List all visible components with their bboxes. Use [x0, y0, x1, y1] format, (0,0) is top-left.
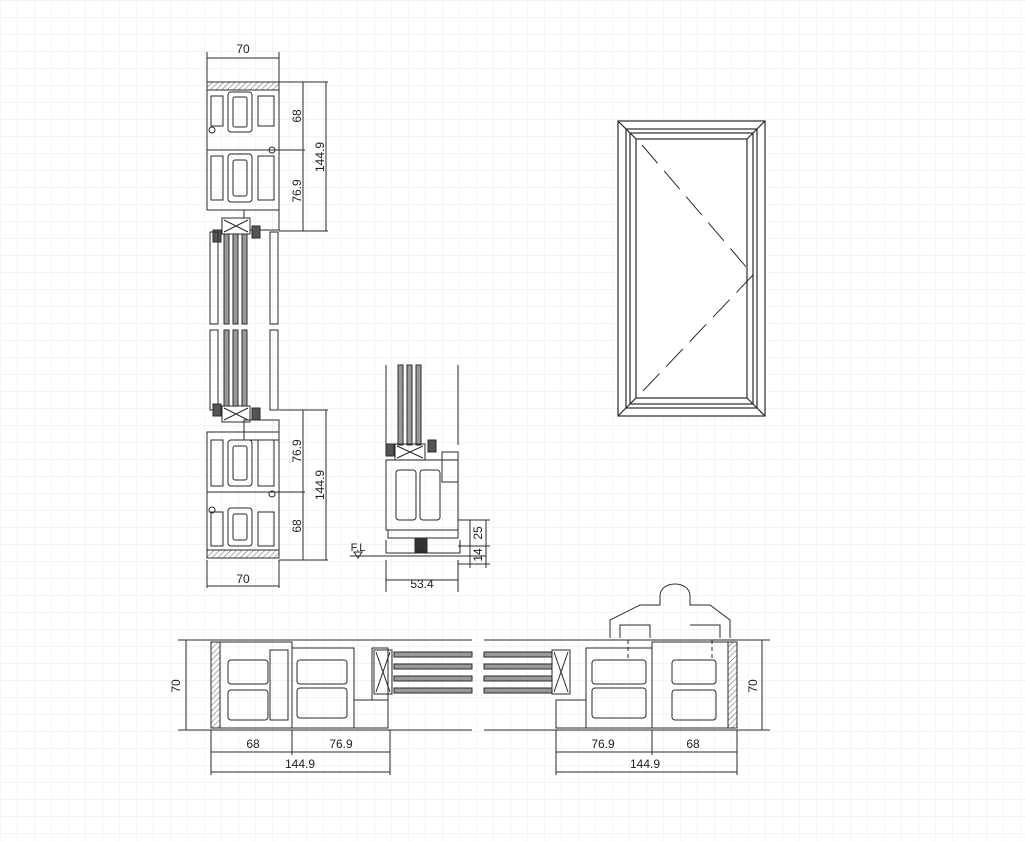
dim-sill-width: 53.4 — [410, 577, 434, 591]
left-frame-profile — [210, 641, 389, 729]
dim-plan-left-sash: 76.9 — [329, 737, 353, 751]
dim-plan-right-total: 144.9 — [630, 757, 660, 771]
plan-section — [178, 583, 770, 775]
vertical-section — [206, 52, 328, 588]
floor-level-label: F.L — [351, 542, 366, 554]
dim-upper-sash: 76.9 — [290, 179, 304, 203]
upper-glazing — [212, 217, 261, 243]
dim-upper-frame: 68 — [290, 109, 304, 123]
dim-lower-frame: 68 — [290, 519, 304, 533]
lower-glazing — [212, 403, 261, 423]
opening-direction-lines — [641, 144, 754, 393]
handle — [609, 583, 731, 660]
dim-lower-sash: 76.9 — [290, 439, 304, 463]
right-glazing — [483, 649, 571, 695]
dim-plan-left-total: 144.9 — [285, 757, 315, 771]
dim-upper-total: 144.9 — [313, 142, 327, 172]
left-glazing — [373, 649, 473, 695]
dim-plan-left-frame: 68 — [246, 737, 260, 751]
dim-plan-right-sash: 76.9 — [591, 737, 615, 751]
window-elevation — [617, 120, 766, 417]
dim-lower-total: 144.9 — [313, 470, 327, 500]
lower-frame-profile — [206, 419, 280, 559]
right-frame-profile — [555, 641, 738, 729]
dim-width-bottom: 70 — [236, 572, 250, 586]
dim-sill-large: 25 — [471, 526, 485, 540]
dim-width-top: 70 — [236, 42, 250, 56]
upper-frame-profile — [206, 81, 280, 231]
dim-sill-small: 14 — [471, 548, 485, 562]
sill-section — [350, 364, 490, 592]
dim-plan-right-frame: 68 — [686, 737, 700, 751]
dim-plan-right-depth: 70 — [746, 679, 760, 693]
dim-plan-left-depth: 70 — [169, 679, 183, 693]
